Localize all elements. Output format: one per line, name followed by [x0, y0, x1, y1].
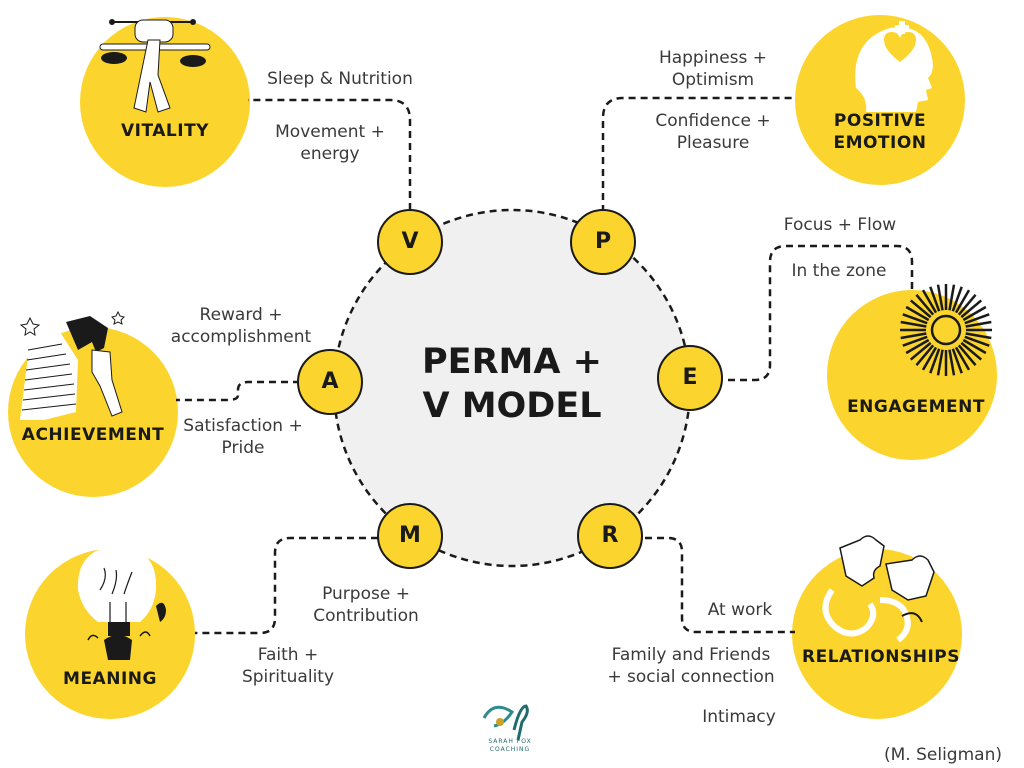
brand-logo-icon [482, 704, 529, 741]
label-purpose-line2: Contribution [313, 606, 419, 626]
label-faith-line2: Spirituality [241, 667, 335, 687]
lightbulb-balloon-icon [77, 546, 166, 660]
letter-circle-r [577, 503, 643, 569]
label-reward-line2: accomplishment [170, 327, 312, 347]
label-in-the-zone: In the zone [791, 261, 887, 281]
connector-positive [601, 96, 796, 212]
positive-title-line2: EMOTION [833, 133, 927, 153]
label-movement-energy: Movement + energy [260, 121, 400, 165]
connector-relationships [645, 536, 795, 634]
letter-circle-e [657, 345, 723, 411]
label-happiness-line2: Optimism [671, 70, 755, 90]
label-sleep-nutrition: Sleep & Nutrition [267, 69, 413, 89]
label-happiness-line1: Happiness + [658, 48, 768, 68]
letter-circle-p [570, 209, 636, 275]
model-title: PERMA + V MODEL [412, 340, 612, 428]
label-confidence-line1: Confidence + [655, 111, 771, 131]
model-title-line1: PERMA + [422, 342, 602, 382]
model-title-line2: V MODEL [422, 386, 602, 426]
relationships-circle [792, 549, 962, 719]
label-movement-line1: Movement + [275, 122, 385, 142]
label-purpose-contribution: Purpose + Contribution [296, 583, 436, 627]
positive-emotion-title: POSITIVE EMOTION [810, 110, 950, 154]
label-faith-line1: Faith + [257, 645, 319, 665]
label-faith-spirituality: Faith + Spirituality [226, 644, 350, 688]
letter-a: A [321, 369, 339, 394]
label-satisfaction-line1: Satisfaction + [183, 416, 303, 436]
connector-lines [176, 96, 914, 635]
letter-circle-m [377, 503, 443, 569]
label-reward-line1: Reward + [199, 305, 283, 325]
connector-vitality [248, 98, 412, 210]
letter-circle-v [377, 209, 443, 275]
label-purpose-line1: Purpose + [322, 584, 410, 604]
label-reward-accomplishment: Reward + accomplishment [156, 304, 326, 348]
letter-r: R [601, 523, 619, 548]
relationships-title: RELATIONSHIPS [802, 647, 960, 667]
achievement-title: ACHIEVEMENT [21, 425, 165, 445]
head-heart-icon [855, 21, 933, 113]
scales-person-icon [99, 19, 211, 113]
label-satisfaction-line2: Pride [221, 438, 265, 458]
connector-meaning [195, 536, 378, 635]
stairs-climber-icon [19, 310, 125, 420]
engagement-title: ENGAGEMENT [847, 397, 985, 417]
label-family-friends: Family and Friends + social connection [592, 644, 790, 688]
source-credit: (M. Seligman) [884, 745, 1002, 765]
brand-logo-text: SARAH FOX COACHING [470, 738, 550, 754]
label-satisfaction-pride: Satisfaction + Pride [172, 415, 314, 459]
vitality-title: VITALITY [121, 121, 209, 141]
sunburst-icon [900, 284, 992, 376]
label-family-line2: + social connection [607, 667, 775, 687]
label-intimacy: Intimacy [702, 707, 776, 727]
label-at-work: At work [707, 600, 773, 620]
letter-v: V [401, 229, 419, 254]
positive-title-line1: POSITIVE [833, 111, 927, 131]
letter-m: M [399, 523, 421, 548]
label-confidence-line2: Pleasure [676, 133, 750, 153]
letter-p: P [594, 229, 612, 254]
brand-logo-line2: COACHING [489, 746, 531, 753]
meaning-title: MEANING [63, 669, 157, 689]
label-happiness-optimism: Happiness + Optimism [640, 47, 786, 91]
label-confidence-pleasure: Confidence + Pleasure [638, 110, 788, 154]
brand-logo-line1: SARAH FOX [488, 738, 532, 745]
puzzle-pieces-icon [822, 535, 935, 643]
label-focus-flow: Focus + Flow [783, 215, 897, 235]
label-movement-line2: energy [300, 144, 360, 164]
label-family-line1: Family and Friends [611, 645, 771, 665]
connector-achievement [176, 380, 300, 402]
letter-circle-a [297, 349, 363, 415]
connector-engagement [728, 244, 914, 382]
letter-e: E [682, 365, 698, 390]
